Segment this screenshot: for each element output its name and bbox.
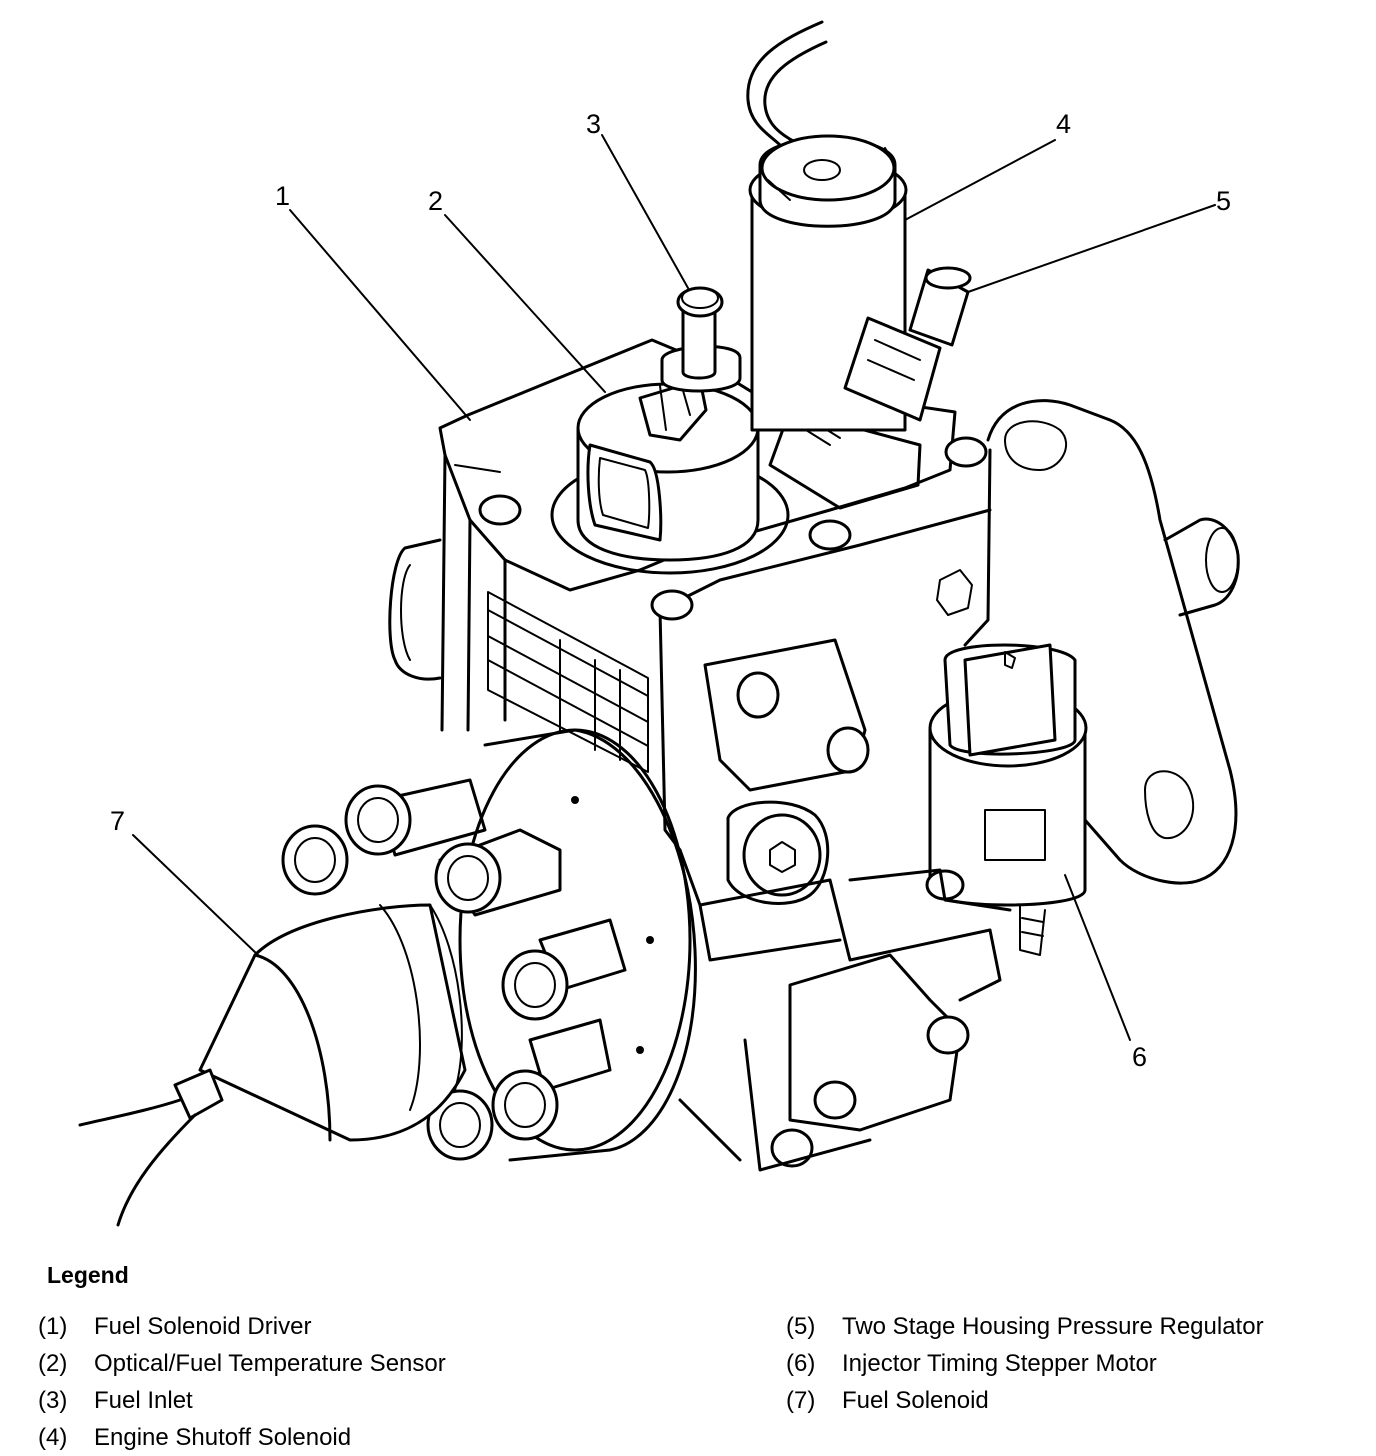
legend-item-label: Fuel Solenoid Driver xyxy=(94,1312,312,1340)
legend-item-number: (6) xyxy=(786,1349,816,1377)
legend-item: (2) Optical/Fuel Temperature Sensor xyxy=(38,1345,446,1382)
legend-item-number: (1) xyxy=(38,1312,68,1340)
injector-timing-stepper-motor xyxy=(925,643,1088,956)
legend-item-label: Fuel Inlet xyxy=(94,1386,193,1414)
optical-fuel-temperature-sensor xyxy=(550,378,790,575)
legend-item-number: (5) xyxy=(786,1312,816,1340)
engine-shutoff-solenoid xyxy=(748,134,908,432)
legend-item-label: Injector Timing Stepper Motor xyxy=(842,1349,1157,1377)
legend-title: Legend xyxy=(47,1262,129,1288)
legend-item: (5) Two Stage Housing Pressure Regulator xyxy=(786,1308,1264,1345)
legend-item-label: Fuel Solenoid xyxy=(842,1386,989,1414)
legend-item-label: Engine Shutoff Solenoid xyxy=(94,1423,352,1451)
callout-1: 1 xyxy=(275,181,290,211)
housing-pressure-regulator xyxy=(843,266,972,422)
legend-item-number: (2) xyxy=(38,1349,68,1377)
legend-column-left: (1) Fuel Solenoid Driver (2) Optical/Fue… xyxy=(38,1308,446,1456)
fuel-solenoid-cable xyxy=(78,1098,197,1227)
legend-item: (4) Engine Shutoff Solenoid xyxy=(38,1419,446,1456)
callout-2: 2 xyxy=(428,186,443,216)
legend-item-label: Two Stage Housing Pressure Regulator xyxy=(842,1312,1264,1340)
legend-item-number: (4) xyxy=(38,1423,68,1451)
injection-line-fittings xyxy=(281,784,569,1161)
front-cover-plate xyxy=(703,638,870,905)
callout-4: 4 xyxy=(1056,109,1071,139)
legend-item: (7) Fuel Solenoid xyxy=(786,1382,1264,1419)
legend-item: (1) Fuel Solenoid Driver xyxy=(38,1308,446,1345)
callout-leaders xyxy=(132,134,1216,1041)
legend-item-number: (3) xyxy=(38,1386,68,1414)
fuel-solenoid xyxy=(173,903,467,1142)
mounting-flange xyxy=(936,399,1240,885)
lower-housing xyxy=(678,848,1012,1172)
shutoff-solenoid-wires xyxy=(746,20,828,147)
callout-6: 6 xyxy=(1132,1042,1147,1072)
callout-7: 7 xyxy=(110,806,125,836)
legend-item: (3) Fuel Inlet xyxy=(38,1382,446,1419)
legend-item: (6) Injector Timing Stepper Motor xyxy=(786,1345,1264,1382)
callout-3: 3 xyxy=(586,109,601,139)
callout-5: 5 xyxy=(1216,186,1231,216)
legend-item-label: Optical/Fuel Temperature Sensor xyxy=(94,1349,446,1377)
legend-item-number: (7) xyxy=(786,1386,816,1414)
fuel-injection-pump-diagram: 1 2 3 4 5 6 7 xyxy=(78,20,1240,1227)
fuel-inlet xyxy=(660,286,742,393)
legend-column-right: (5) Two Stage Housing Pressure Regulator… xyxy=(786,1308,1264,1419)
